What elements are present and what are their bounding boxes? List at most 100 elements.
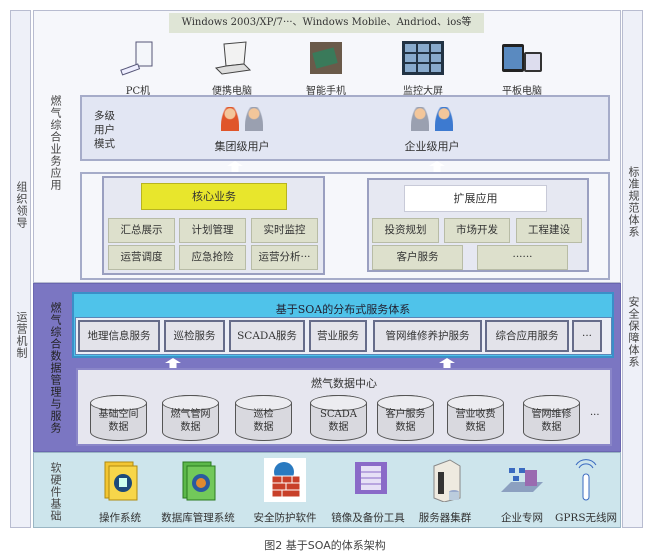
database-cylinder-icon: 营业收费数据 (447, 395, 504, 441)
core-item: 汇总展示 (108, 218, 175, 243)
database-cylinder-icon: 燃气管网数据 (162, 395, 219, 441)
infra-item: 镜像及备份工具 (323, 458, 413, 525)
more-stores: ··· (590, 410, 600, 421)
core-item: 应急抢险 (179, 245, 246, 270)
data-store-label: 数据 (395, 422, 416, 433)
database-cylinder-icon: SCADA 数据 (310, 395, 367, 441)
data-store-label: 数据 (541, 422, 562, 433)
infra-item-label: 企业专网 (501, 512, 543, 524)
standards-label: 标准规范体系 (627, 166, 640, 238)
data-store-label: 数据 (465, 422, 486, 433)
data-store-label: 数据 (328, 422, 349, 433)
infra-item: 安全防护软件 (240, 458, 330, 525)
database-icon (177, 458, 219, 502)
data-store-label: 管网维修 (531, 409, 572, 420)
left-side-bar: 组织领导 运营机制 (10, 10, 31, 528)
user-mode-label: 多级用户模式 (94, 110, 115, 150)
device-label: 便携电脑 (212, 86, 252, 97)
extended-apps-title: 扩展应用 (404, 185, 547, 212)
wireless-icon (565, 458, 607, 502)
enterprise-users-label: 企业级用户 (404, 140, 460, 153)
infrastructure-label: 软硬件基础 (49, 462, 62, 522)
arrow-up-icon (439, 358, 455, 369)
user-icon (411, 107, 429, 131)
data-store-label: 数据 (108, 422, 129, 433)
pc-icon (116, 40, 160, 76)
tablet-icon (500, 40, 544, 76)
soa-title: 基于SOA的分布式服务体系 (275, 303, 411, 316)
infra-item-label: 操作系统 (99, 512, 141, 524)
arrow-up-icon (165, 358, 181, 369)
extended-item: 客户服务 (372, 245, 463, 270)
device-3: 监控大屏 (388, 40, 458, 97)
service-item: 巡检服务 (164, 320, 225, 352)
database-cylinder-icon: 巡检数据 (235, 395, 292, 441)
infra-item-label: GPRS无线网 (554, 512, 618, 524)
os-bar: Windows 2003/XP/7···、Windows Mobile、Andr… (169, 13, 484, 33)
infra-item-label: 安全防护软件 (253, 512, 317, 524)
security-label: 安全保障体系 (627, 296, 640, 368)
laptop-icon (210, 40, 254, 76)
infra-item-label: 镜像及备份工具 (331, 512, 405, 524)
core-item: 运营分析··· (251, 245, 318, 270)
figure-caption: 图2 基于SOA的体系架构 (264, 539, 386, 552)
infra-item: 企业专网 (477, 458, 567, 525)
backup-icon (347, 458, 389, 502)
data-store-label: 营业收费 (455, 409, 496, 420)
enterprise-users: 企业级用户 (392, 107, 472, 154)
device-0: PC机 (103, 40, 173, 97)
data-center-title: 燃气数据中心 (311, 377, 377, 390)
infra-item: GPRS无线网 (541, 458, 631, 525)
core-item: 计划管理 (179, 218, 246, 243)
service-item: 地理信息服务 (78, 320, 160, 352)
user-mode-box: 多级用户模式 集团级用户 企业级用户 (80, 95, 610, 161)
service-item: SCADA服务 (229, 320, 305, 352)
network-icon (501, 458, 543, 502)
data-store-label: 数据 (253, 422, 274, 433)
extended-item: 工程建设 (516, 218, 582, 243)
infra-item: 服务器集群 (400, 458, 490, 525)
group-users-label: 集团级用户 (214, 140, 270, 153)
infra-item: 操作系统 (75, 458, 165, 525)
device-label: 监控大屏 (403, 86, 443, 97)
data-store-label: 数据 (180, 422, 201, 433)
monitor-wall-icon (401, 40, 445, 76)
arrow-up-icon (429, 161, 445, 172)
service-item: ··· (572, 320, 602, 352)
data-store-label: 基础空间 (98, 409, 139, 420)
database-cylinder-icon: 客户服务数据 (377, 395, 434, 441)
operation-mechanism-label: 运营机制 (15, 311, 28, 359)
extended-item: ······ (477, 245, 568, 270)
firewall-icon (264, 458, 306, 502)
service-item: 管网维修养护服务 (373, 320, 482, 352)
infra-item-label: 服务器集群 (418, 512, 472, 524)
data-store-label: 客户服务 (385, 409, 426, 420)
service-item: 营业服务 (309, 320, 367, 352)
data-store-label: SCADA (320, 409, 357, 420)
infra-item-label: 数据库管理系统 (161, 512, 235, 524)
device-label: PC机 (125, 86, 151, 97)
application-layer-label: 燃气综合业务应用 (49, 95, 62, 191)
device-label: 智能手机 (306, 86, 346, 97)
device-2: 智能手机 (291, 40, 361, 97)
group-users: 集团级用户 (202, 107, 282, 154)
user-icon (245, 107, 263, 131)
database-cylinder-icon: 管网维修数据 (523, 395, 580, 441)
core-item: 实时监控 (251, 218, 318, 243)
service-item: 综合应用服务 (485, 320, 569, 352)
smartphone-icon (304, 40, 348, 76)
right-side-bar: 标准规范体系 安全保障体系 (622, 10, 643, 528)
data-store-label: 巡检 (253, 409, 274, 420)
data-store-label: 燃气管网 (170, 409, 211, 420)
org-leadership-label: 组织领导 (15, 181, 28, 229)
extended-item: 市场开发 (444, 218, 510, 243)
os-icon (99, 458, 141, 502)
device-4: 平板电脑 (487, 40, 557, 97)
infra-item: 数据库管理系统 (153, 458, 243, 525)
device-label: 平板电脑 (502, 86, 542, 97)
core-business-title: 核心业务 (141, 183, 287, 210)
user-icon (435, 107, 453, 131)
arrow-up-icon (227, 161, 243, 172)
data-layer-label: 燃气综合数据管理与服务 (49, 302, 62, 434)
database-cylinder-icon: 基础空间数据 (90, 395, 147, 441)
